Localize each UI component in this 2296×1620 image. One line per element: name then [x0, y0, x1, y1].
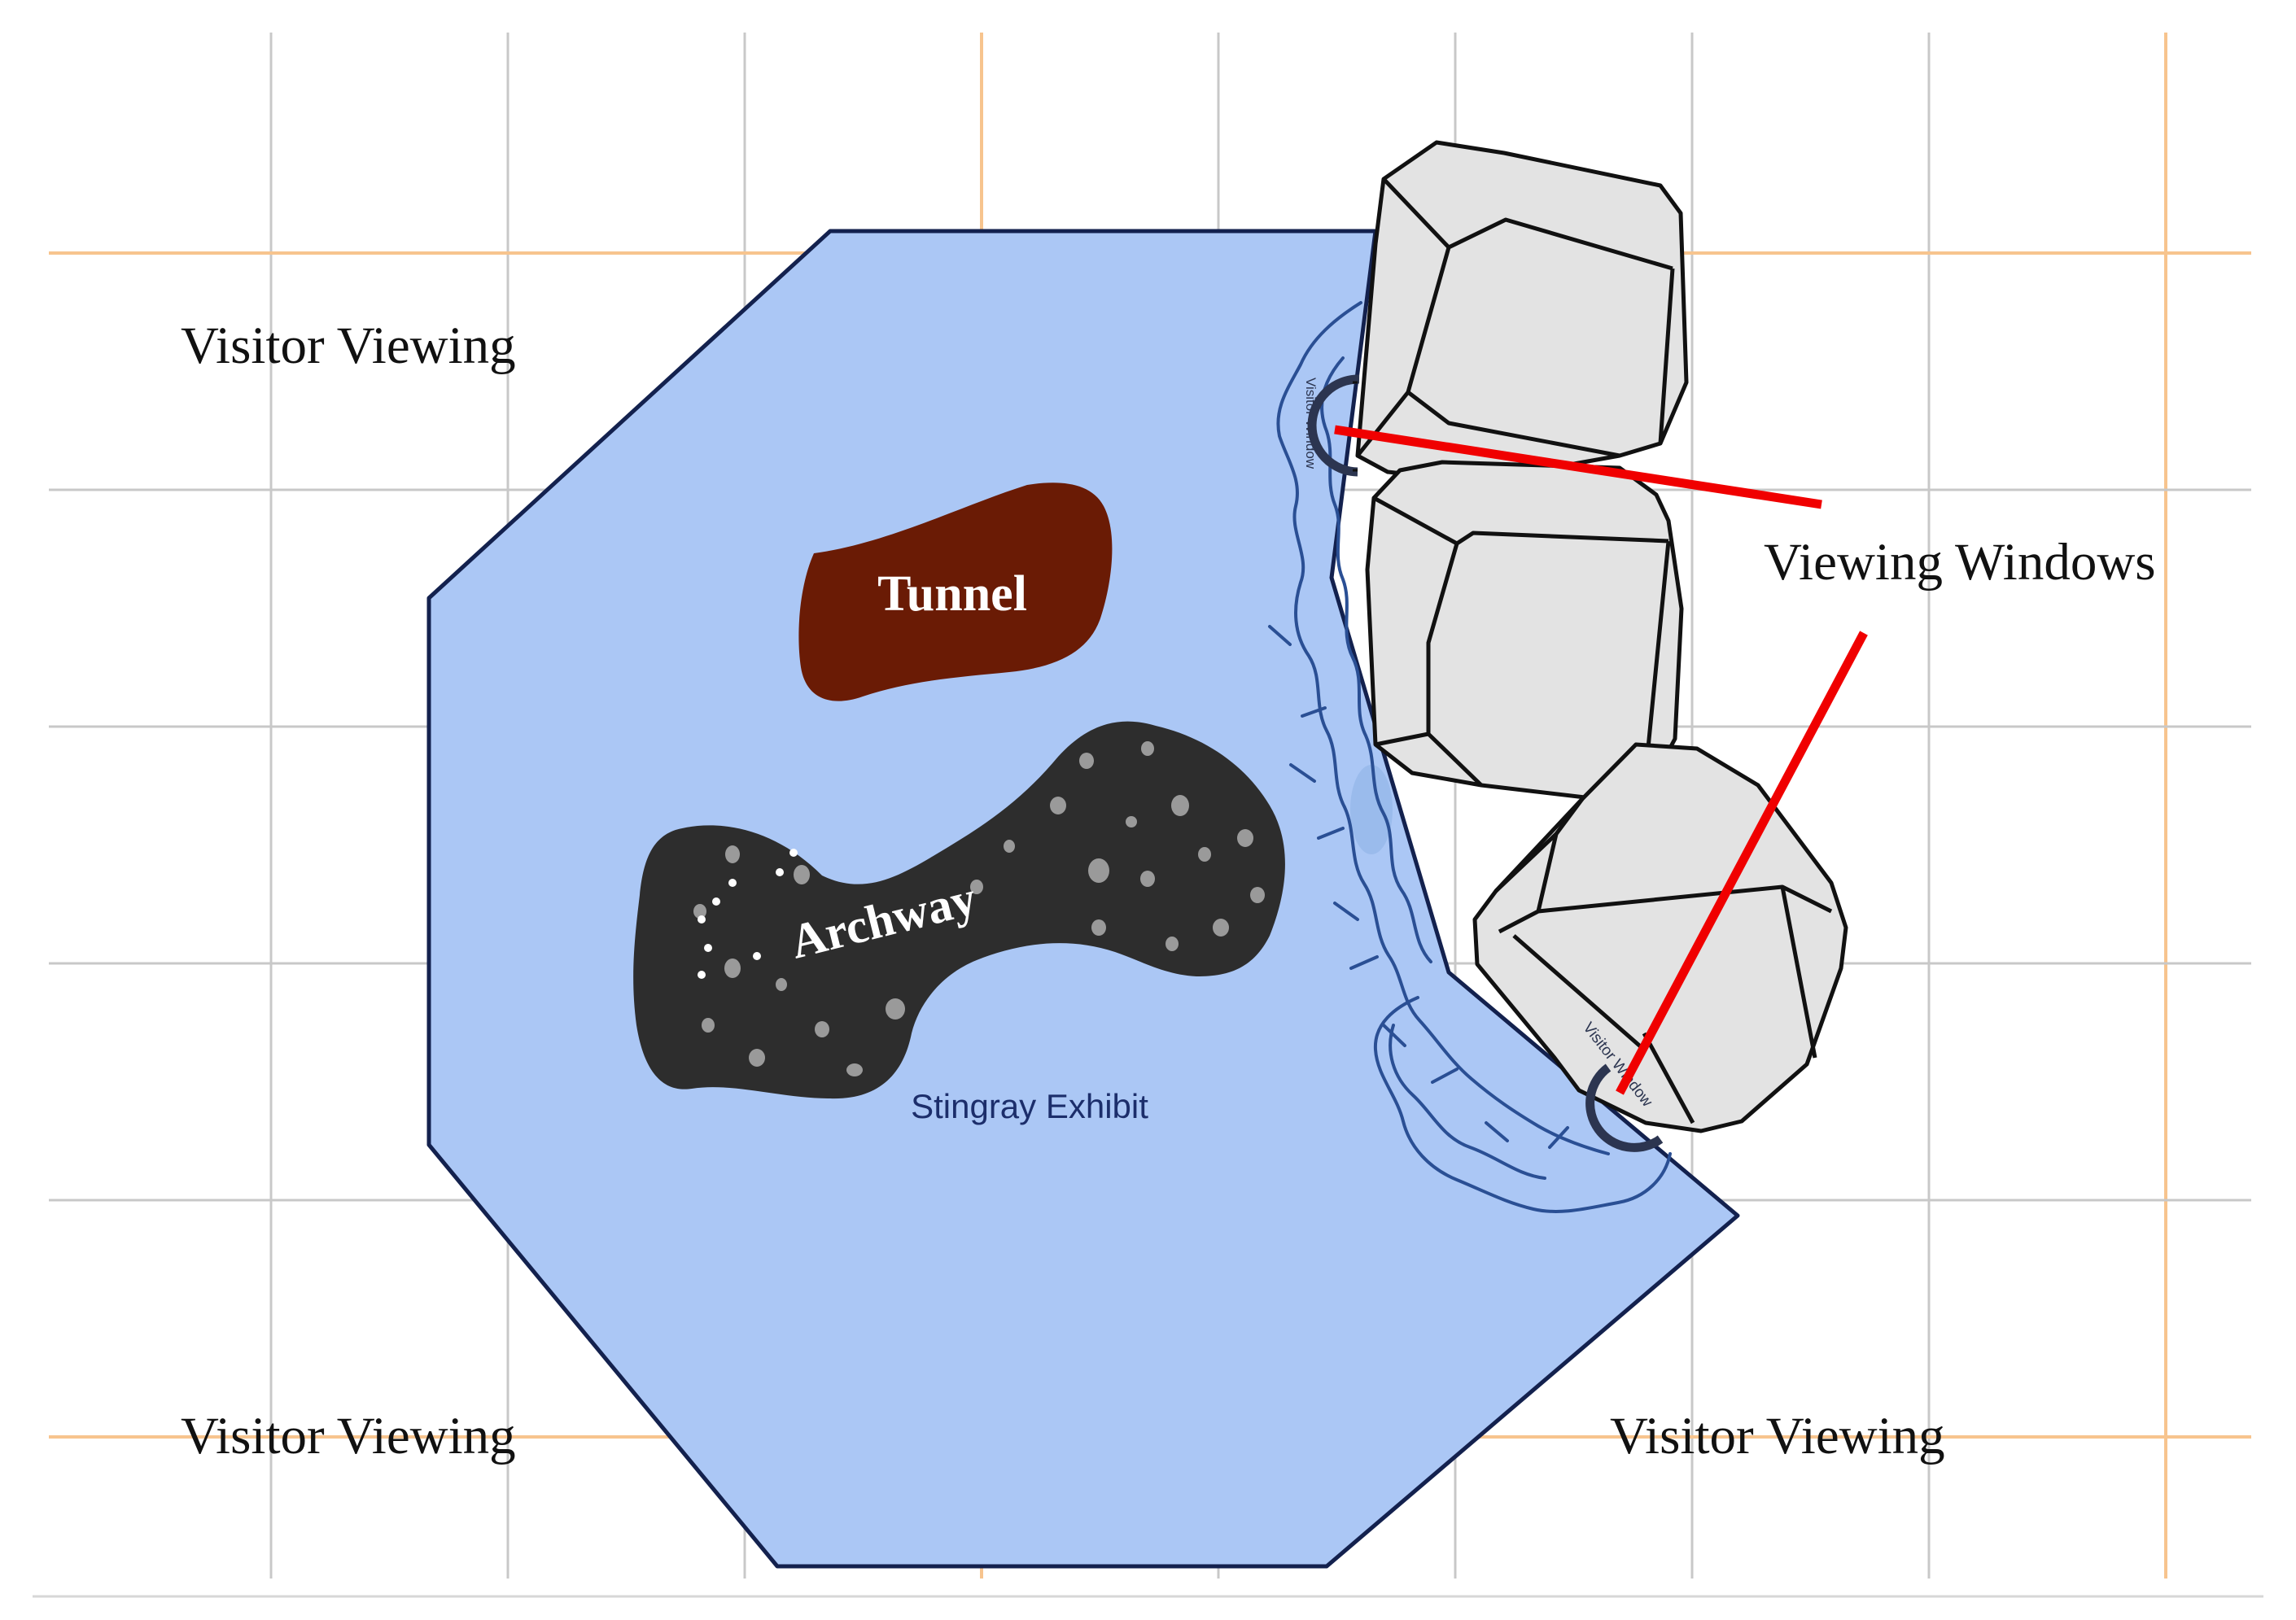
tunnel: Tunnel [798, 483, 1113, 701]
visitor-viewing-bottom-right: Visitor Viewing [1610, 1407, 1945, 1465]
shoreline [1268, 301, 1672, 1213]
rock-top [1355, 140, 1689, 481]
archway-shape [633, 721, 1285, 1099]
pointer-line-bottom [1616, 631, 1868, 1095]
archway: Archway [633, 721, 1285, 1099]
tunnel-shape [798, 483, 1113, 701]
visitor-viewing-top-left: Visitor Viewing [181, 317, 516, 375]
viewing-window-pointers [1334, 425, 1868, 1095]
tunnel-label: Tunnel [877, 566, 1027, 622]
water-highlight [1350, 765, 1393, 854]
viewing-windows-label: Viewing Windows [1764, 533, 2156, 592]
visitor-window-top-label: Visitor Window [1303, 378, 1319, 469]
archway-spots [693, 741, 1265, 1076]
visitor-viewing-bottom-left: Visitor Viewing [181, 1407, 516, 1465]
pointer-line-top [1334, 425, 1822, 509]
stingray-exhibit-label: Stingray Exhibit [911, 1087, 1148, 1125]
visitor-window-top[interactable]: Visitor Window [1303, 374, 1360, 477]
archway-white-dots [698, 849, 798, 979]
